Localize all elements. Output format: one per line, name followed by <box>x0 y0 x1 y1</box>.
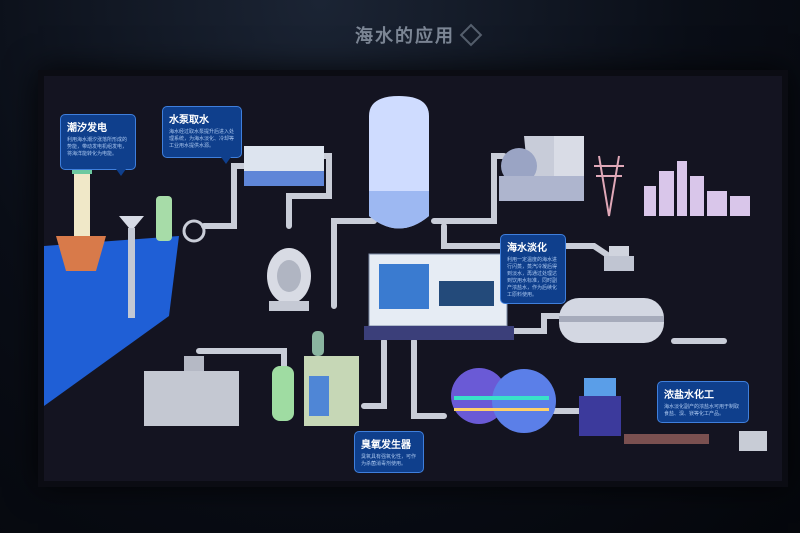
brine-chemical-title: 浓盐水化工 <box>664 390 714 401</box>
tidal-power-label: 潮汐发电 利用海水潮汐涨落所形成的势能，带动发电机组发电，将海洋能转化为电能。 <box>60 114 136 176</box>
ozone-title: 臭氧发生器 <box>361 440 411 451</box>
process-illustration <box>44 96 767 451</box>
lighthouse <box>56 156 106 271</box>
bubble-tail <box>221 157 231 164</box>
sea-water <box>44 236 179 406</box>
pipe-network <box>196 153 727 419</box>
ozone-generator <box>272 331 359 426</box>
power-pylon <box>594 155 624 217</box>
desalination-label: 海水淡化 利用一定温度的海水进行闪蒸，蒸汽冷凝后得到淡水，再通过处理达到饮用水标… <box>500 234 566 304</box>
spherical-tanks <box>451 368 556 433</box>
title-diamond-icon <box>459 23 483 47</box>
desalination-desc: 利用一定温度的海水进行闪蒸，蒸汽冷凝后得到淡水，再通过处理达到饮用水标准，同时副… <box>507 257 558 298</box>
water-pump <box>267 248 311 311</box>
pump-intake-title: 水泵取水 <box>169 115 209 126</box>
water-tap <box>604 246 634 271</box>
pump-intake-label: 水泵取水 海水经过取水泵提升后进入处理系统，为海水淡化、冷却等工业用水提供水源。 <box>162 106 242 164</box>
tidal-power-desc: 利用海水潮汐涨落所形成的势能，带动发电机组发电，将海洋能转化为电能。 <box>67 137 128 157</box>
brine-plant <box>579 378 767 451</box>
tidal-turbine <box>119 196 206 318</box>
wall-title: 海水的应用 <box>355 26 455 47</box>
bubble-tail <box>116 169 126 176</box>
ozone-desc: 臭氧具有强氧化性，可作为杀菌消毒剂使用。 <box>361 454 417 467</box>
city-skyline <box>644 161 750 216</box>
tidal-power-title: 潮汐发电 <box>67 123 107 134</box>
power-plant <box>499 136 584 201</box>
horizontal-tank <box>559 298 664 343</box>
factory-building <box>144 356 239 426</box>
control-console <box>364 253 514 340</box>
storage-tank <box>369 96 429 229</box>
desalination-title: 海水淡化 <box>507 243 547 254</box>
filter-tank <box>244 146 324 186</box>
ozone-label: 臭氧发生器 臭氧具有强氧化性，可作为杀菌消毒剂使用。 <box>354 431 424 473</box>
pump-intake-desc: 海水经过取水泵提升后进入处理系统，为海水淡化、冷却等工业用水提供水源。 <box>169 129 235 149</box>
display-board: 潮汐发电 利用海水潮汐涨落所形成的势能，带动发电机组发电，将海洋能转化为电能。 … <box>38 70 788 487</box>
brine-chemical-label: 浓盐水化工 海水淡化副产的浓盐水可用于制取食盐、溴、镁等化工产品。 <box>657 381 749 423</box>
brine-chemical-desc: 海水淡化副产的浓盐水可用于制取食盐、溴、镁等化工产品。 <box>664 404 740 417</box>
